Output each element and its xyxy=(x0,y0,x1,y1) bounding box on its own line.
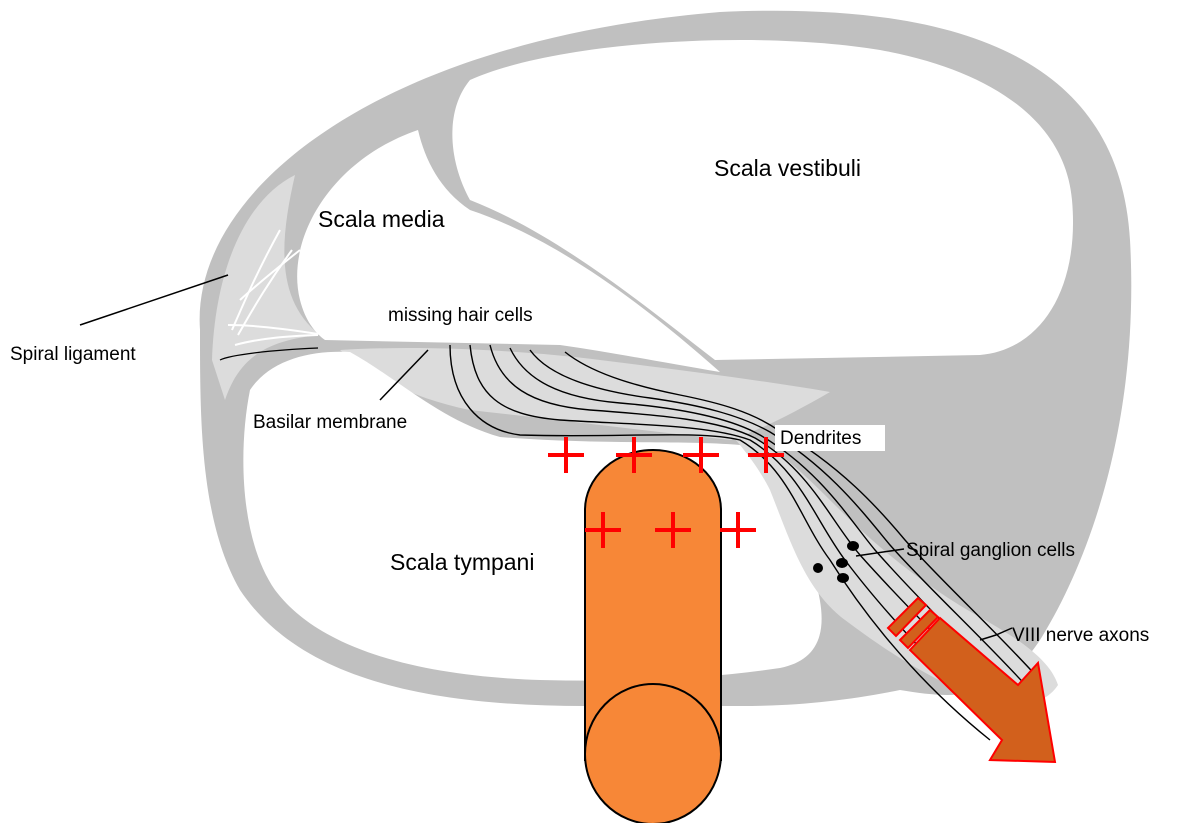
ganglion-cell xyxy=(847,541,859,551)
spiral-ligament-label: Spiral ligament xyxy=(10,344,136,365)
dendrites-label: Dendrites xyxy=(780,428,861,449)
viii-nerve-axons-label: VIII nerve axons xyxy=(1012,625,1149,646)
ganglion-cell xyxy=(813,563,823,573)
scala-media-label: Scala media xyxy=(318,206,445,232)
scala-tympani-label: Scala tympani xyxy=(390,549,534,575)
basilar-membrane-label: Basilar membrane xyxy=(253,412,407,433)
ganglion-cell xyxy=(836,558,848,568)
scala-vestibuli-label: Scala vestibuli xyxy=(714,155,861,181)
spiral-ganglion-cells-label: Spiral ganglion cells xyxy=(906,540,1075,561)
missing-hair-cells-label: missing hair cells xyxy=(388,305,533,326)
electrode-cylinder-icon xyxy=(585,450,721,823)
ganglion-cell xyxy=(837,573,849,583)
